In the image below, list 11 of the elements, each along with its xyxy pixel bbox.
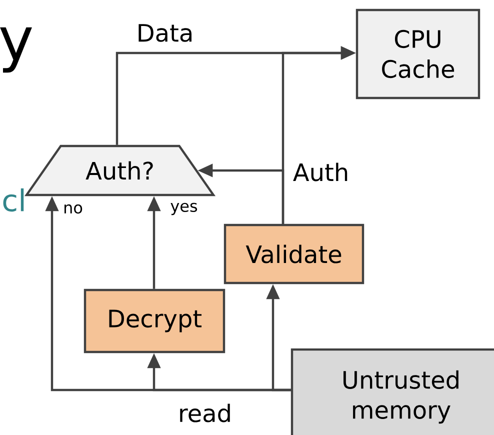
process-box: Decrypt — [84, 288, 226, 354]
edge-label: no — [62, 203, 84, 215]
memory-box: Untrusted memory — [290, 348, 494, 435]
heading-fragment: y — [0, 27, 32, 73]
cache-box: CPU Cache — [356, 8, 480, 100]
edge-label: Auth — [292, 162, 350, 182]
edge-label: Data — [135, 23, 195, 43]
edge-label: yes — [169, 202, 199, 216]
process-box: Validate — [224, 224, 364, 284]
edge-label: read — [176, 402, 234, 424]
text-fragment: cl — [3, 188, 24, 212]
